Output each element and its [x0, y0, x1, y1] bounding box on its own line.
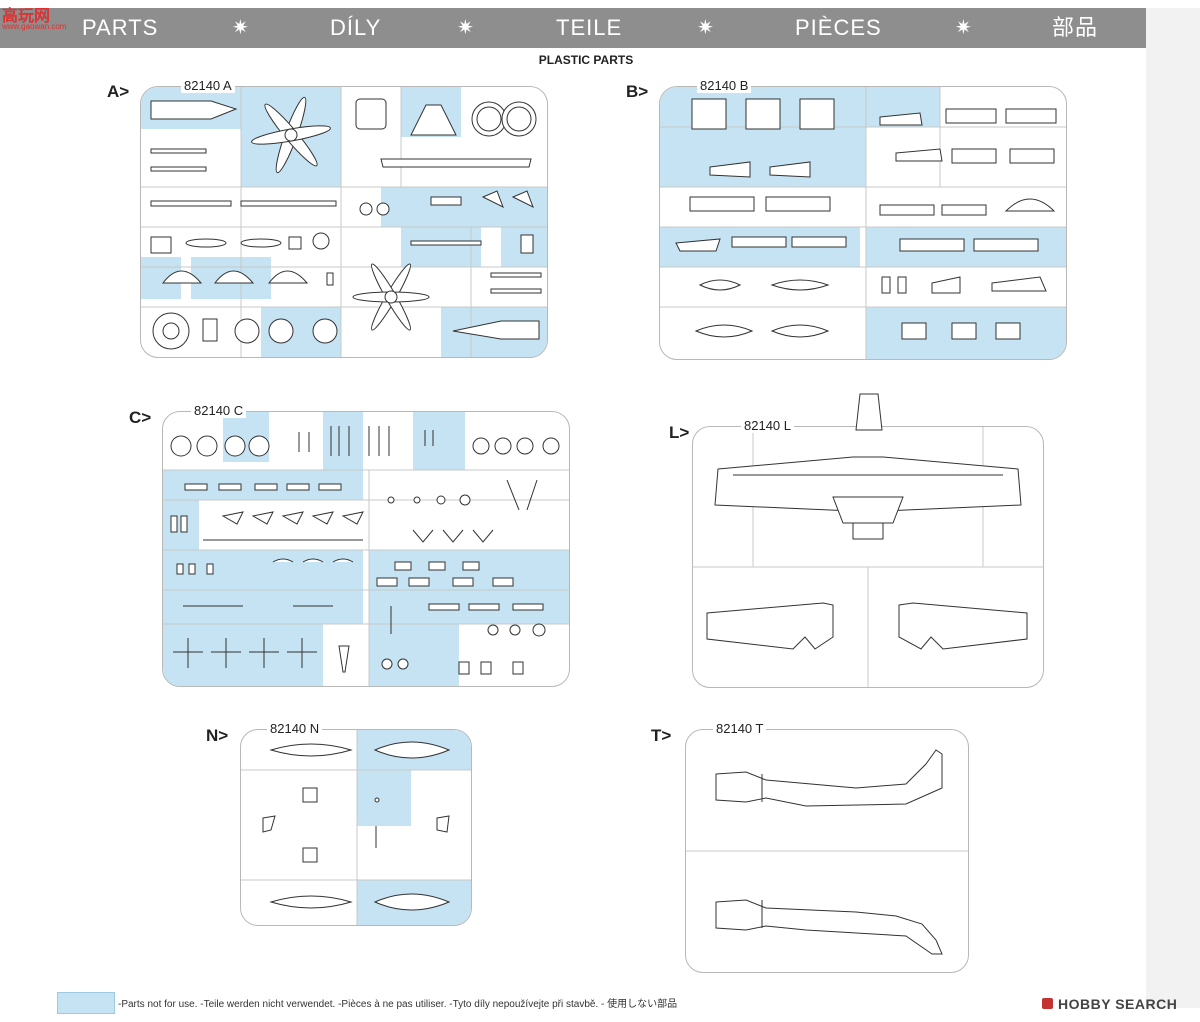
sprue-t-code: 82140 T: [713, 721, 767, 736]
separator-star: ✷: [457, 17, 474, 39]
sprue-l-frame: [692, 426, 1044, 688]
separator-star: ✷: [697, 17, 714, 39]
sprue-a-frame: [140, 86, 548, 358]
sprue-a-parts: [141, 87, 547, 357]
header-bar: PARTS ✷ DÍLY ✷ TEILE ✷ PIÈCES ✷ 部品: [0, 8, 1146, 48]
sprue-c-parts: [163, 412, 569, 686]
sprue-l-parts: [693, 427, 1043, 687]
sprue-t-parts: [686, 749, 968, 955]
header-buhin: 部品: [1052, 15, 1099, 40]
sprue-n-code: 82140 N: [267, 721, 323, 736]
sprue-a-code: 82140 A: [181, 78, 235, 93]
header-parts: PARTS: [82, 15, 159, 40]
page-title: PLASTIC PARTS: [538, 53, 634, 67]
sprue-l-code: 82140 L: [741, 418, 794, 433]
sprue-l-label: L>: [669, 423, 690, 442]
sprue-n-label: N>: [206, 726, 229, 745]
sprue-a-label: A>: [107, 82, 130, 101]
site-logo[interactable]: 高玩网 www.gaowan.com: [2, 2, 68, 32]
header-teile: TEILE: [556, 15, 623, 40]
header-dily: DÍLY: [330, 15, 382, 40]
sprue-c-code: 82140 C: [191, 403, 247, 418]
sprue-t-frame: [685, 729, 969, 973]
sprue-c-frame: [162, 411, 570, 687]
separator-star: ✷: [232, 17, 249, 39]
logo-main-text: 高玩网: [2, 6, 51, 25]
sprue-c-label: C>: [129, 408, 152, 427]
sprue-t-label: T>: [651, 726, 672, 745]
header-pieces: PIÈCES: [795, 15, 882, 40]
hobby-search-brand[interactable]: HOBBY SEARCH: [1058, 996, 1178, 1012]
sprue-b-label: B>: [626, 82, 649, 101]
unused-parts-legend: -Parts not for use. -Teile werden nicht …: [118, 999, 678, 1010]
hobby-search-logo-icon: [1042, 998, 1053, 1009]
sprue-n-frame: [240, 729, 472, 926]
sprue-b-frame: [659, 86, 1067, 360]
logo-url-text: www.gaowan.com: [2, 22, 67, 31]
sprue-b-code: 82140 B: [697, 78, 752, 93]
sprue-l-fin: [855, 393, 883, 431]
unused-parts-swatch: [57, 992, 115, 1014]
sprue-b-parts: [660, 87, 1066, 359]
page-margin: [1146, 8, 1200, 1008]
separator-star: ✷: [955, 17, 972, 39]
sprue-n-parts: [241, 730, 471, 925]
